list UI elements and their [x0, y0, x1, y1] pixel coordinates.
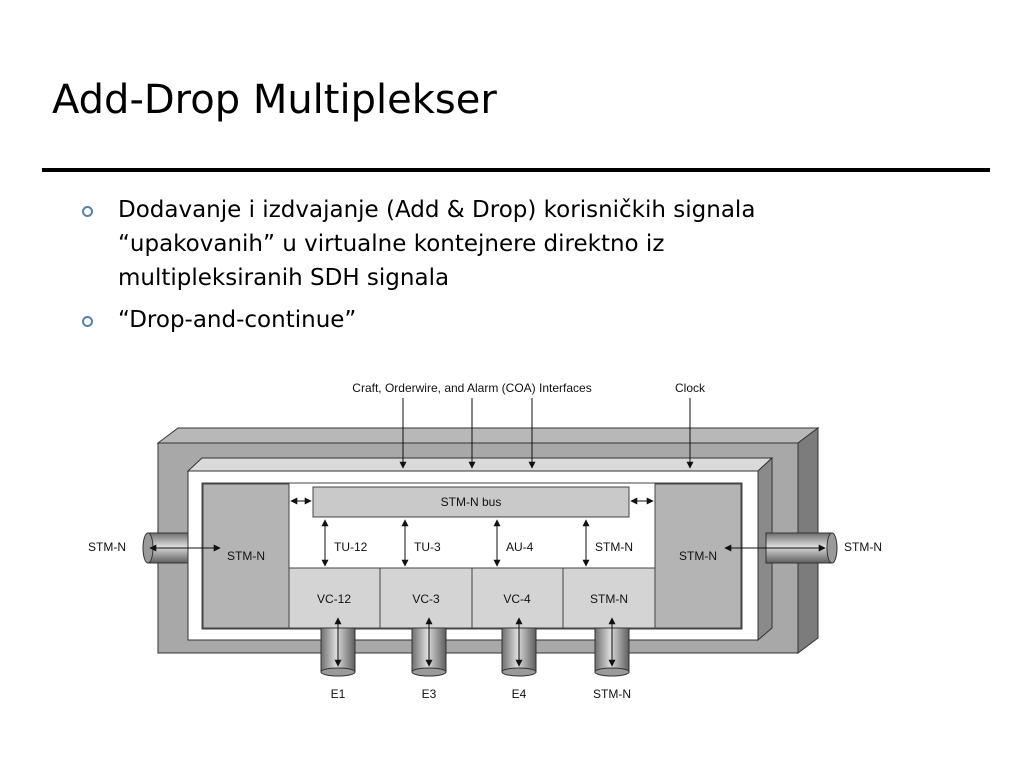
slide-title: Add-Drop Multiplekser: [52, 77, 497, 123]
clock-label: Clock: [675, 381, 706, 395]
stm-bus: [312, 486, 630, 518]
output-label: STM-N: [593, 687, 631, 701]
tu-label: TU-3: [414, 540, 441, 554]
bullet-text-line: “upakovanih” u virtualne kontejnere dire…: [118, 231, 665, 257]
adm-diagram: STM-N STM-N STM-N bus TU-12 TU-3 AU-4 ST…: [80, 370, 900, 710]
bullet-text-line: Dodavanje i izdvajanje (Add & Drop) kori…: [118, 197, 756, 223]
vc-label: STM-N: [590, 592, 628, 606]
bullet-text-line: “Drop-and-continue”: [118, 307, 357, 333]
left-stm-block-label: STM-N: [227, 549, 265, 563]
virtual-containers: VC-12 VC-3 VC-4 STM-N: [288, 567, 656, 629]
bullet-item: “Drop-and-continue”: [82, 303, 962, 337]
output-cylinder: [320, 617, 356, 677]
output-cylinder: [411, 617, 447, 677]
output-label: E3: [422, 687, 437, 701]
tu-label: AU-4: [506, 540, 534, 554]
output-label: E4: [512, 687, 527, 701]
title-divider: [42, 168, 990, 172]
vc-label: VC-12: [317, 592, 351, 606]
right-stm-block: [654, 483, 742, 629]
left-port-label: STM-N: [88, 540, 126, 554]
coa-interfaces-label: Craft, Orderwire, and Alarm (COA) Interf…: [352, 381, 591, 395]
tributary-units: TU-12 TU-3 AU-4 STM-N: [321, 519, 633, 567]
bullet-item: Dodavanje i izdvajanje (Add & Drop) kori…: [82, 193, 962, 295]
right-port-label: STM-N: [844, 540, 882, 554]
vc-label: VC-4: [503, 592, 531, 606]
left-stm-block: [202, 483, 290, 629]
bullet-list: Dodavanje i izdvajanje (Add & Drop) kori…: [82, 193, 962, 345]
tu-label: TU-12: [334, 540, 368, 554]
output-cylinder: [501, 617, 537, 677]
vc-label: VC-3: [412, 592, 440, 606]
bullet-text-line: multipleksiranih SDH signala: [118, 265, 450, 291]
right-stm-block-label: STM-N: [679, 549, 717, 563]
bullet-marker-icon: [82, 206, 93, 217]
tu-label: STM-N: [595, 540, 633, 554]
bullet-marker-icon: [82, 316, 93, 327]
output-cylinders: [320, 617, 630, 677]
stm-bus-label: STM-N bus: [441, 495, 502, 509]
output-cylinder: [594, 617, 630, 677]
output-label: E1: [331, 687, 346, 701]
